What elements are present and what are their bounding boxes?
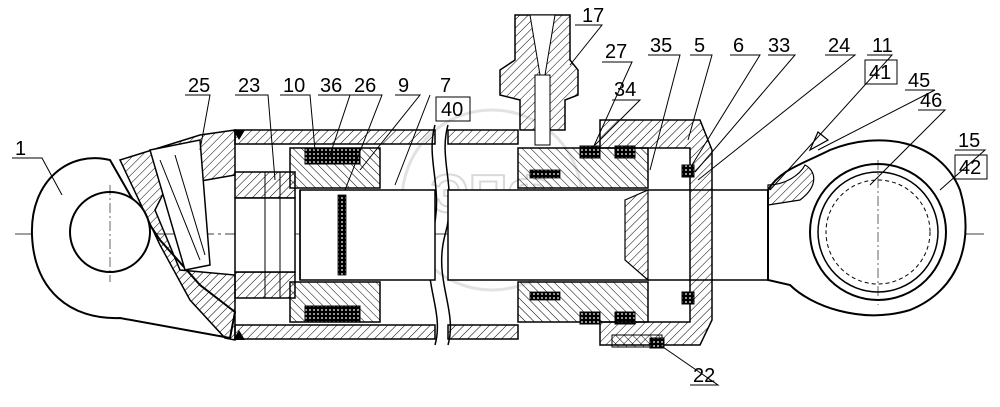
callout-25: 25 <box>188 75 210 97</box>
barrel <box>234 124 519 346</box>
callout-23: 23 <box>238 75 260 97</box>
callout-6: 6 <box>733 35 744 57</box>
piston-nut <box>234 171 296 299</box>
callout-41: 41 <box>869 62 891 84</box>
port-fitting <box>499 14 579 146</box>
callout-34: 34 <box>614 79 636 101</box>
callout-9: 9 <box>398 75 409 97</box>
callout-22: 22 <box>693 365 715 387</box>
callout-17: 17 <box>582 5 604 27</box>
callout-11: 11 <box>872 35 893 57</box>
piston-rod <box>299 189 769 282</box>
callout-7: 7 <box>440 75 451 97</box>
callout-15: 15 <box>958 130 980 152</box>
callout-42: 42 <box>959 157 981 179</box>
front-eye <box>767 131 967 317</box>
callout-24: 24 <box>828 35 850 57</box>
piston <box>289 147 381 323</box>
rear-eye <box>30 157 237 340</box>
callout-10: 10 <box>283 75 305 97</box>
callout-5: 5 <box>694 35 705 57</box>
callout-33: 33 <box>768 35 790 57</box>
callout-46: 46 <box>920 90 942 112</box>
callouts: 1 25 23 10 36 26 9 7 40 17 27 34 35 5 6 … <box>15 5 988 387</box>
callout-45: 45 <box>908 70 930 92</box>
callout-40: 40 <box>441 99 463 121</box>
callout-36: 36 <box>320 75 342 97</box>
callout-27: 27 <box>605 41 627 63</box>
callout-1: 1 <box>15 138 26 160</box>
callout-26: 26 <box>354 75 376 97</box>
callout-35: 35 <box>650 35 672 57</box>
front-gland <box>517 119 713 349</box>
